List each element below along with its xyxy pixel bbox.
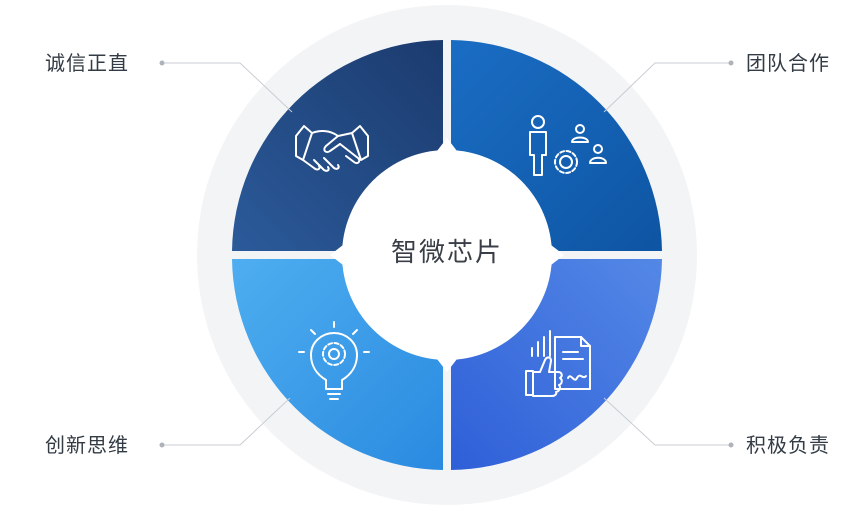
thumbs-up-document-icon bbox=[525, 330, 591, 397]
connector-bottom-left bbox=[163, 397, 291, 446]
connector-dot-bottom-left bbox=[159, 442, 165, 448]
handshake-icon bbox=[295, 125, 369, 172]
center-notch-right bbox=[551, 245, 564, 265]
connector-dot-bottom-right bbox=[728, 442, 734, 448]
team-gear-icon bbox=[529, 115, 607, 176]
connector-dot-top-right bbox=[728, 60, 734, 66]
center-title: 智微芯片 bbox=[390, 238, 503, 268]
connector-bottom-right bbox=[603, 397, 730, 446]
value-label-teamwork: 团队合作 bbox=[746, 51, 830, 75]
value-label-responsibility: 积极负责 bbox=[746, 433, 830, 457]
center-notch-left bbox=[330, 245, 343, 265]
center-circle bbox=[342, 150, 552, 360]
connector-top-left bbox=[163, 62, 293, 113]
connector-top-right bbox=[603, 62, 730, 113]
value-label-integrity: 诚信正直 bbox=[45, 51, 129, 75]
value-label-innovation: 创新思维 bbox=[45, 433, 129, 457]
lightbulb-gear-icon bbox=[298, 321, 370, 400]
center-notch-bottom bbox=[437, 359, 457, 372]
connector-dot-top-left bbox=[159, 60, 165, 66]
center-notch-top bbox=[437, 138, 457, 151]
